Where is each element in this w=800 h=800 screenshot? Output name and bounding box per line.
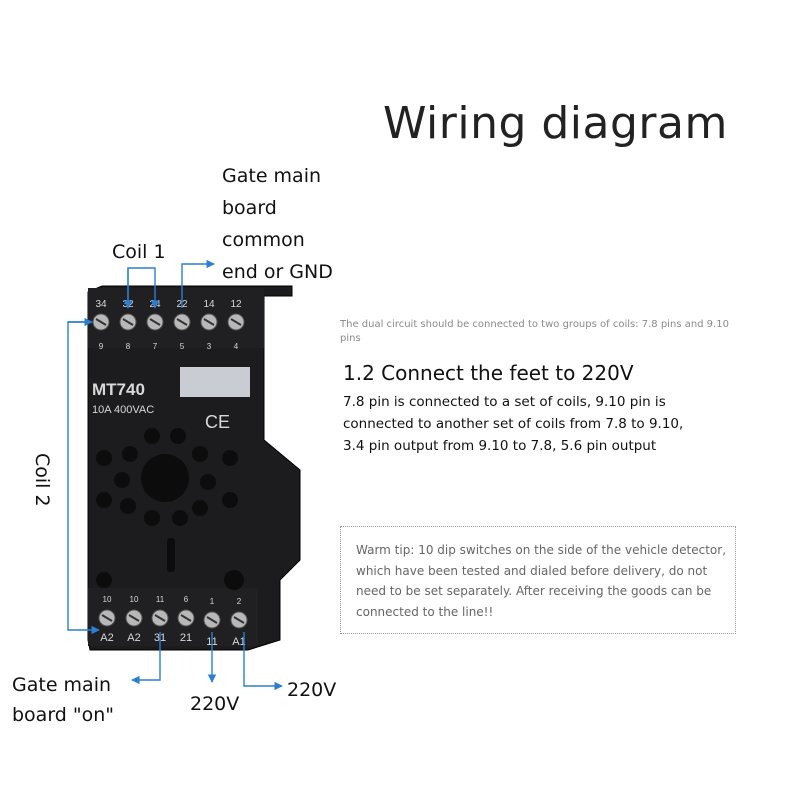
- terminal-label: 21: [180, 632, 192, 644]
- model-label: MT740: [92, 380, 145, 399]
- pin-number: 4: [234, 342, 239, 351]
- wiring-arrows: [67, 259, 283, 691]
- terminal-label: A1: [232, 636, 245, 648]
- terminal-label: 34: [95, 299, 107, 310]
- bottom-screws: [98, 609, 248, 629]
- gate-on-arrow: [131, 632, 161, 685]
- warm-tip-text: Warm tip: 10 dip switches on the side of…: [356, 543, 727, 619]
- terminal-label: 14: [203, 299, 215, 310]
- label-line: common: [222, 229, 305, 251]
- pin-number: 7: [153, 342, 158, 351]
- coil2-label: Coil 2: [31, 453, 53, 507]
- pin-number: 1: [210, 597, 215, 606]
- socket-holes: [96, 428, 244, 590]
- pin-number: 10: [103, 595, 112, 604]
- gate-common-label: Gate main board common end or GND: [222, 160, 333, 288]
- ce-mark: CE: [205, 412, 230, 432]
- label-line: end or GND: [222, 261, 333, 283]
- page-title: Wiring diagram: [383, 98, 728, 149]
- relay-socket: [87, 285, 301, 651]
- label-line: Gate main: [12, 674, 112, 696]
- gate-common-arrow: [181, 259, 215, 308]
- terminal-label: 12: [230, 299, 242, 310]
- v220-right-arrow: [243, 632, 283, 691]
- dual-circuit-note: The dual circuit should be connected to …: [340, 319, 729, 344]
- label-line: board: [222, 197, 277, 219]
- section-description: 7.8 pin is connected to a set of coils, …: [343, 394, 684, 454]
- coil1-label: Coil 1: [112, 241, 166, 263]
- warm-tip-box: [340, 526, 736, 634]
- v220-right-label: 220V: [287, 679, 337, 701]
- pin-number: 10: [130, 595, 139, 604]
- pin-number: 2: [237, 597, 242, 606]
- label-line: board "on": [12, 704, 115, 726]
- rating-label: 10A 400VAC: [92, 404, 154, 416]
- terminal-label: A2: [100, 632, 113, 644]
- pin-number: 5: [180, 342, 185, 351]
- section-heading: 1.2 Connect the feet to 220V: [343, 361, 634, 385]
- label-window: [180, 367, 250, 397]
- top-screws: [92, 313, 245, 331]
- terminal-label: A2: [127, 632, 140, 644]
- pin-number: 3: [207, 342, 212, 351]
- gate-on-label: Gate main board "on": [12, 670, 114, 730]
- pin-number: 9: [99, 342, 104, 351]
- label-line: Gate main: [222, 165, 322, 187]
- pin-number: 6: [184, 595, 189, 604]
- pin-number: 8: [126, 342, 131, 351]
- v220-left-label: 220V: [190, 693, 240, 715]
- pin-number: 11: [156, 595, 165, 604]
